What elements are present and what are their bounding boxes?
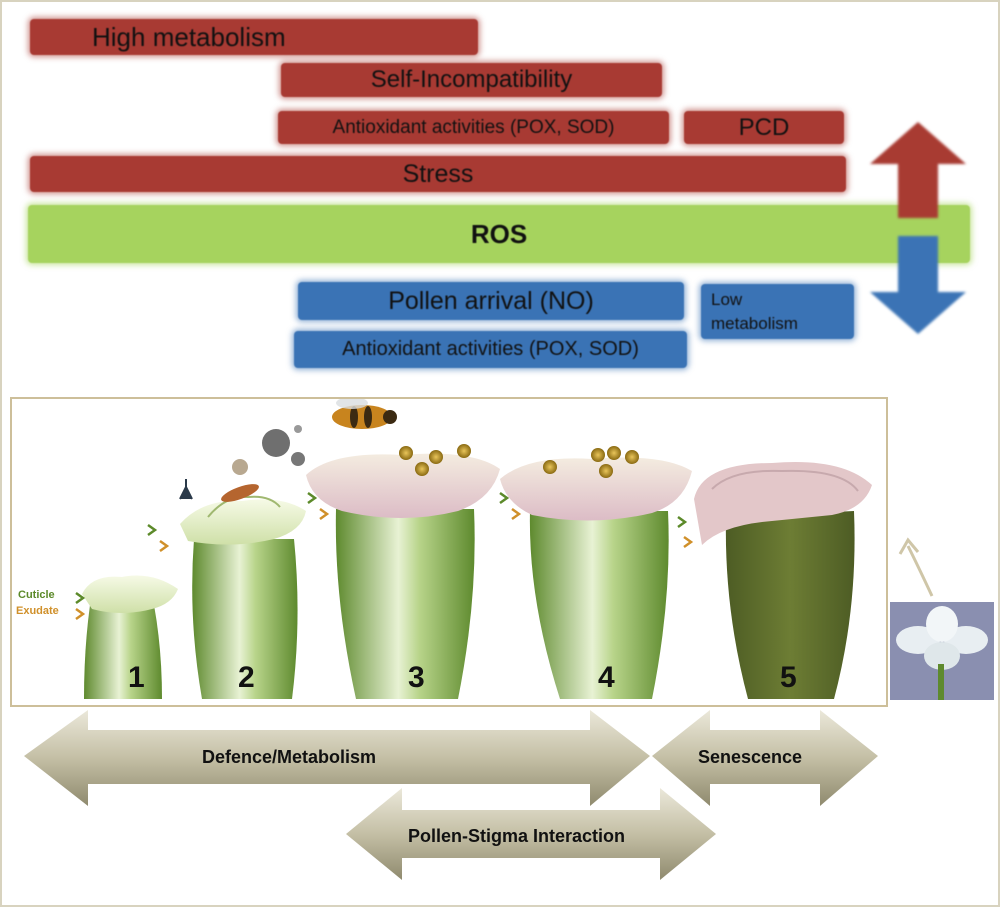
bar-stress: Stress xyxy=(30,156,846,192)
bee-icon xyxy=(332,397,397,429)
label-pcd: PCD xyxy=(738,113,790,141)
label-pollen-arrival: Pollen arrival (NO) xyxy=(388,286,594,315)
stigma-stage-3 xyxy=(306,453,500,699)
bar-antioxidant-up: Antioxidant activities (POX, SOD) xyxy=(278,111,669,144)
bar-ros: ROS xyxy=(28,205,970,263)
bar-pollen-arrival: Pollen arrival (NO) xyxy=(298,282,684,320)
stigma-illustration xyxy=(75,397,872,699)
stage-number-1: 1 xyxy=(128,661,145,694)
label-senescence: Senescence xyxy=(698,747,803,767)
label-exudate: Exudate xyxy=(16,605,59,617)
label-antioxidant-up: Antioxidant activities (POX, SOD) xyxy=(332,116,615,138)
bar-low-metabolism: Low metabolism xyxy=(701,284,854,339)
senescence-arrow xyxy=(652,710,878,806)
airborne-particles xyxy=(179,425,305,502)
label-stress: Stress xyxy=(402,159,474,188)
phase-arrows xyxy=(24,710,878,880)
pollen-stigma-interaction-arrow xyxy=(346,788,716,880)
label-cuticle: Cuticle xyxy=(18,589,55,601)
stage-number-3: 3 xyxy=(408,661,425,694)
increase-arrow-icon xyxy=(870,122,966,218)
bar-antioxidant-down: Antioxidant activities (POX, SOD) xyxy=(294,331,687,368)
label-high-metabolism: High metabolism xyxy=(92,21,286,52)
stage-number-2: 2 xyxy=(238,661,255,694)
bar-pcd: PCD xyxy=(684,111,844,144)
stigma-development-panel: Cuticle Exudate 1 2 3 4 5 xyxy=(10,397,888,707)
bar-self-incompatibility: Self-Incompatibility xyxy=(281,63,662,97)
defence-metabolism-arrow xyxy=(24,710,650,806)
cuticle-exudate-markers xyxy=(75,491,694,621)
pollen-grains xyxy=(399,444,639,478)
up-down-arrows xyxy=(870,122,966,334)
stage-number-5: 5 xyxy=(780,661,797,694)
stigma-stage-5 xyxy=(694,461,872,699)
bar-high-metabolism: High metabolism xyxy=(30,19,478,55)
stigma-stage-4 xyxy=(500,457,692,699)
label-ros: ROS xyxy=(470,218,528,249)
label-antioxidant-down: Antioxidant activities (POX, SOD) xyxy=(342,338,639,360)
flower-photo xyxy=(890,537,994,700)
label-defence-metabolism: Defence/Metabolism xyxy=(202,747,377,767)
stigma-stage-1 xyxy=(82,575,178,699)
label-self-incompatibility: Self-Incompatibility xyxy=(370,66,573,93)
decrease-arrow-icon xyxy=(870,236,966,334)
label-low-metabolism: Low metabolism xyxy=(711,290,798,333)
stigma-stage-2 xyxy=(180,495,306,699)
label-pollen-stigma-interaction: Pollen-Stigma Interaction xyxy=(408,826,626,846)
stage-number-4: 4 xyxy=(598,661,615,694)
